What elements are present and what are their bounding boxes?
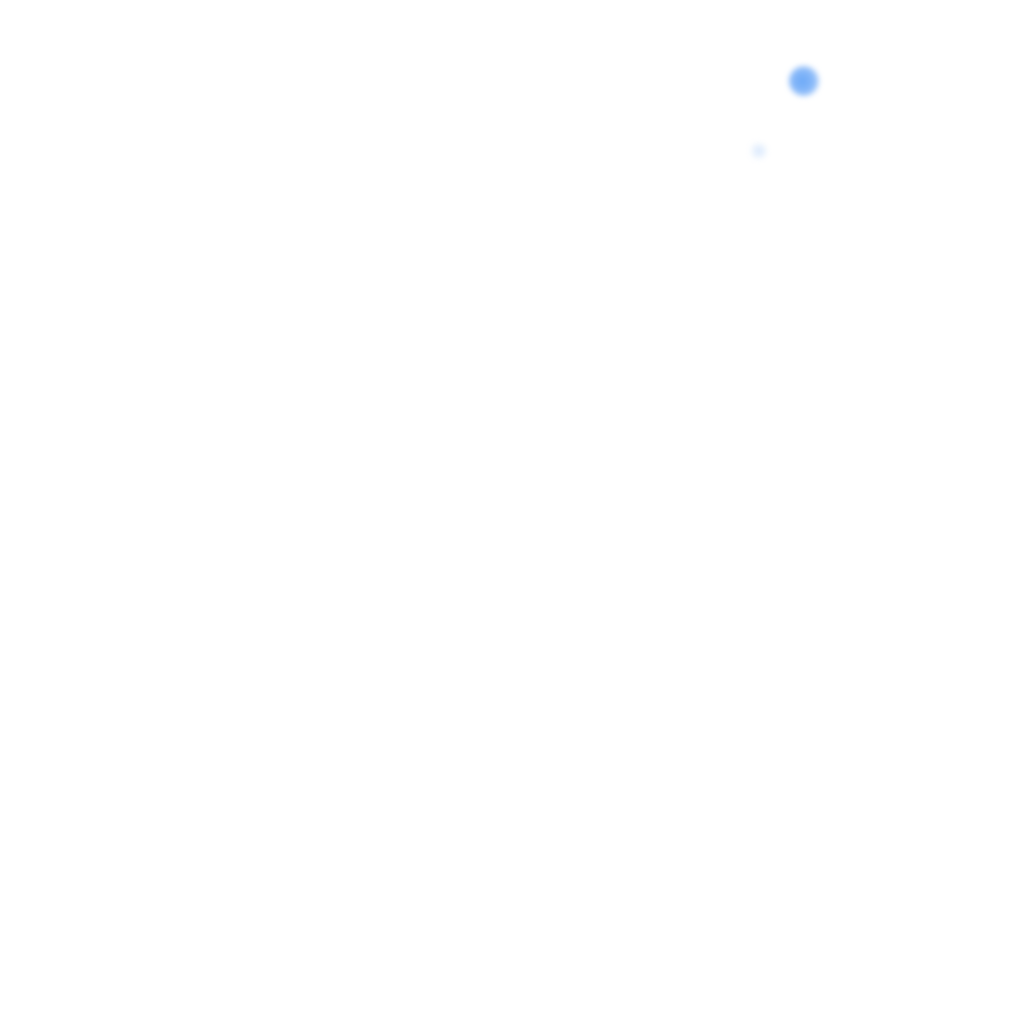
- faint-blue-dot-mark: [751, 143, 767, 159]
- blue-dot-mark: [789, 66, 819, 96]
